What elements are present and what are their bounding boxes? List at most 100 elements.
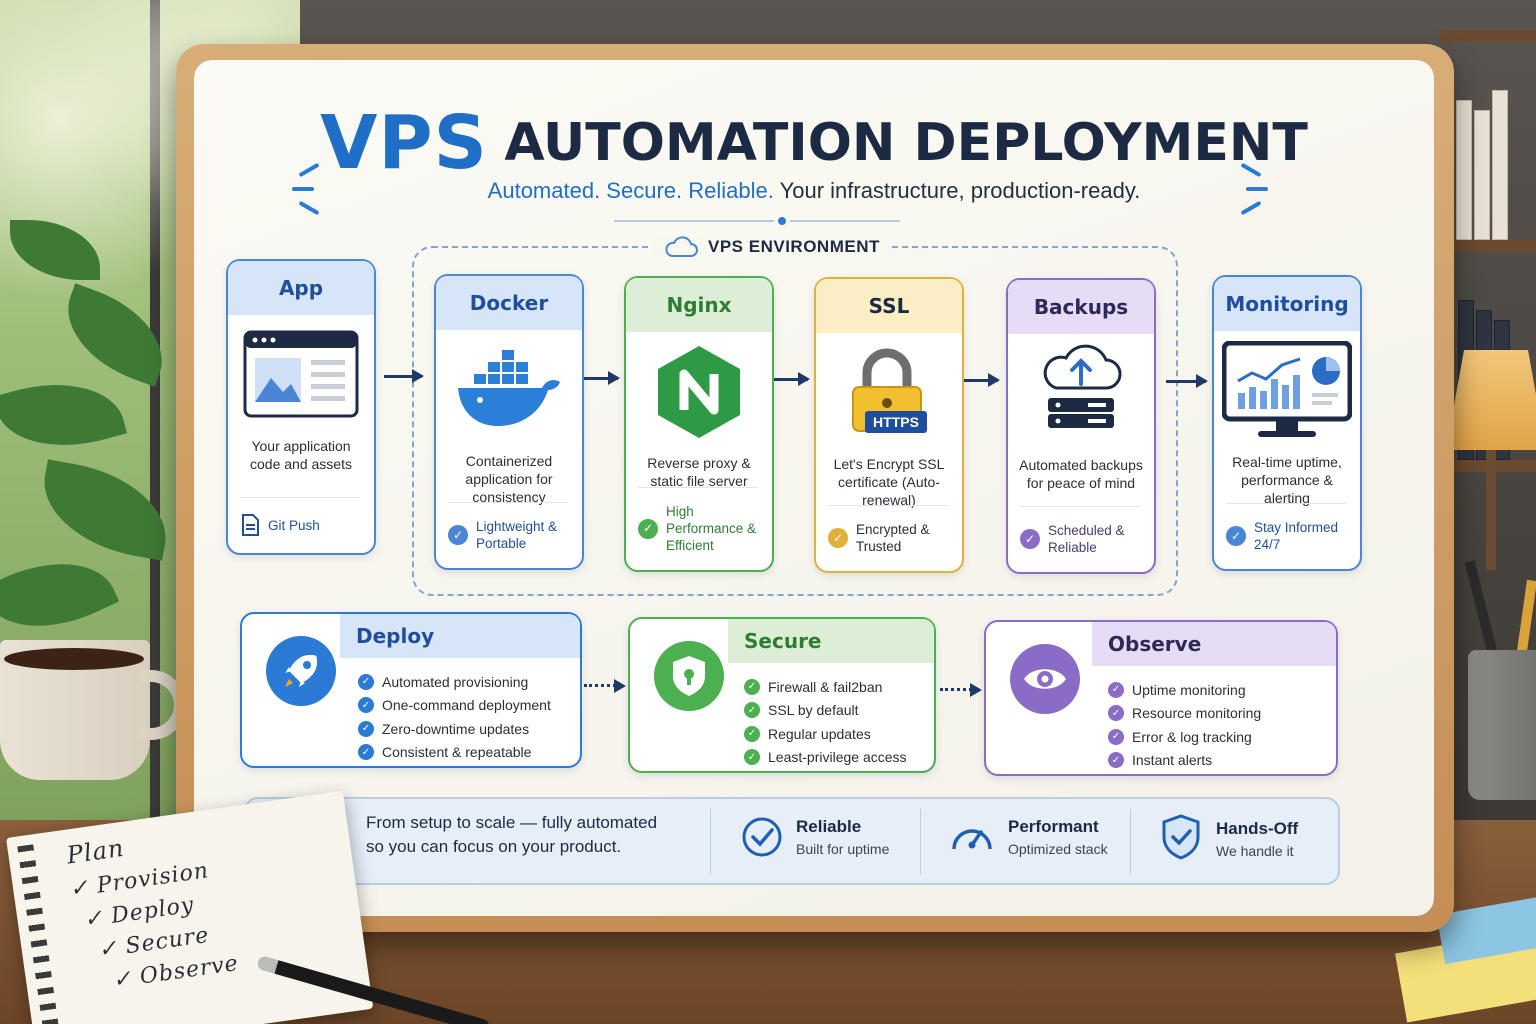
- phase-item: ✓ One-command deployment: [358, 694, 551, 718]
- card-title: App: [228, 261, 374, 315]
- phase-item-text: Firewall & fail2ban: [768, 678, 883, 695]
- phase-item: ✓Error & log tracking: [1108, 725, 1261, 749]
- cloud-icon: [665, 236, 698, 257]
- flow-arrow: [1166, 374, 1208, 388]
- card-footer-text: Scheduled & Reliable: [1048, 523, 1125, 555]
- book: [1456, 100, 1472, 240]
- pen-cup: [1468, 650, 1536, 800]
- phase-item-text: Least-privilege access: [768, 749, 907, 766]
- phase-item: ✓ Regular updates: [744, 722, 907, 746]
- card-title: SSL: [816, 279, 962, 333]
- check-icon: ✓: [638, 518, 658, 539]
- phase-item-text: Instant alerts: [1132, 752, 1213, 769]
- phase-arrow: [940, 683, 982, 697]
- check-icon: ✓: [744, 678, 760, 695]
- check-icon: ✓: [1108, 752, 1124, 769]
- vps-environment-label: VPS ENVIRONMENT: [652, 236, 892, 258]
- card-description: Real-time uptime, performance & alerting: [1232, 454, 1342, 506]
- feature-title: Performant: [1008, 817, 1099, 836]
- check-icon: ✓: [358, 673, 374, 690]
- separator: [638, 487, 758, 488]
- separator: [1226, 503, 1346, 504]
- phase-item: ✓ Least-privilege access: [744, 746, 907, 770]
- phase-item-text: Consistent & repeatable: [382, 744, 532, 761]
- svg-text:HTTPS: HTTPS: [873, 414, 919, 430]
- feature-sub: Optimized stack: [1008, 841, 1108, 857]
- check-icon: ✓: [448, 525, 468, 545]
- document-icon: [242, 514, 259, 536]
- eye-icon: [1010, 644, 1080, 714]
- shield-check-icon: [1162, 814, 1200, 860]
- separator: [1020, 506, 1140, 507]
- book: [1492, 90, 1508, 240]
- title-accent: VPS: [320, 100, 488, 186]
- card-footer-text: Encrypted & Trusted: [856, 522, 930, 554]
- separator: [828, 505, 948, 506]
- check-icon: ✓: [1108, 681, 1124, 698]
- flow-arrow: [584, 371, 620, 385]
- feature-title: Reliable: [796, 817, 862, 836]
- phase-item-text: SSL by default: [768, 702, 859, 719]
- notebook-heading: Plan: [65, 833, 127, 870]
- phase-item: ✓SSL by default: [744, 699, 907, 723]
- phase-item: ✓Resource monitoring: [1108, 702, 1261, 726]
- separator: [1130, 809, 1131, 875]
- coffee: [4, 648, 144, 670]
- browser-window-icon: [228, 325, 374, 425]
- card-title: Nginx: [626, 278, 772, 332]
- rocket-icon: [266, 636, 336, 706]
- phase-item-text: Regular updates: [768, 725, 871, 742]
- phase-list: ✓Firewall & fail2ban✓SSL by default✓Regu…: [744, 675, 907, 769]
- feature-sub: We handle it: [1216, 843, 1294, 859]
- tagline-line-1: From setup to scale — fully automated: [366, 813, 658, 832]
- check-icon: ✓: [744, 749, 760, 766]
- phase-item: ✓Consistent & repeatable: [358, 741, 551, 765]
- card-title: Monitoring: [1214, 277, 1360, 331]
- phase-list: ✓Uptime monitoring✓Resource monitoring✓E…: [1108, 678, 1261, 772]
- padlock-https-icon: HTTPS: [816, 343, 962, 443]
- phase-title: Deploy: [340, 614, 580, 658]
- phase-observe: Observe✓Uptime monitoring✓Resource monit…: [984, 620, 1338, 776]
- phase-item: ✓ Automated provisioning: [358, 670, 551, 694]
- check-icon: ✓: [1108, 705, 1124, 722]
- page-title: VPS AUTOMATION DEPLOYMENT: [194, 100, 1434, 186]
- divider: [614, 220, 774, 222]
- check-icon: ✓: [358, 697, 374, 714]
- card-footer-text: Git Push: [268, 517, 320, 533]
- flow-arrow: [774, 372, 810, 386]
- flow-arrow: [384, 369, 424, 383]
- separator: [240, 497, 360, 498]
- card-footer-text: Lightweight & Portable: [476, 519, 558, 551]
- card-footer: ✓ Lightweight & Portable: [448, 502, 574, 552]
- phase-item: ✓ Instant alerts: [1108, 749, 1261, 773]
- speedometer-icon: [952, 829, 992, 850]
- phase-deploy: Deploy ✓ Automated provisioning ✓ One-comman…: [240, 612, 582, 768]
- tagline-line-2: so you can focus on your product.: [366, 837, 622, 856]
- card-description: Reverse proxy & static file server: [647, 455, 751, 489]
- shield-lock-icon: [654, 641, 724, 711]
- phase-item: ✓ Firewall & fail2ban: [744, 675, 907, 699]
- phase-item-text: Automated provisioning: [382, 673, 529, 690]
- separator: [448, 502, 568, 503]
- feature-title: Hands-Off: [1216, 819, 1299, 838]
- card-footer: ✓ Scheduled & Reliable: [1020, 506, 1146, 556]
- card-footer: ✓High Performance & Efficient: [638, 487, 764, 554]
- card-footer-text: Stay Informed 24/7: [1254, 520, 1339, 552]
- check-icon: ✓: [1020, 529, 1040, 549]
- phase-item: ✓Zero-downtime updates: [358, 717, 551, 741]
- card-footer: ✓Encrypted & Trusted: [828, 505, 954, 555]
- footer-bar: From setup to scale — fully automated so…: [244, 797, 1340, 885]
- card-footer: ✓ Stay Informed 24/7: [1226, 503, 1352, 553]
- phase-title: Secure: [728, 619, 934, 663]
- phase-item-text: One-command deployment: [382, 697, 551, 714]
- card-description: Automated backups for peace of mind: [1019, 457, 1143, 491]
- check-icon: ✓: [1226, 526, 1246, 546]
- phase-list: ✓ Automated provisioning ✓ One-command depl…: [358, 670, 551, 764]
- divider: [790, 220, 900, 222]
- check-icon: ✓: [744, 725, 760, 742]
